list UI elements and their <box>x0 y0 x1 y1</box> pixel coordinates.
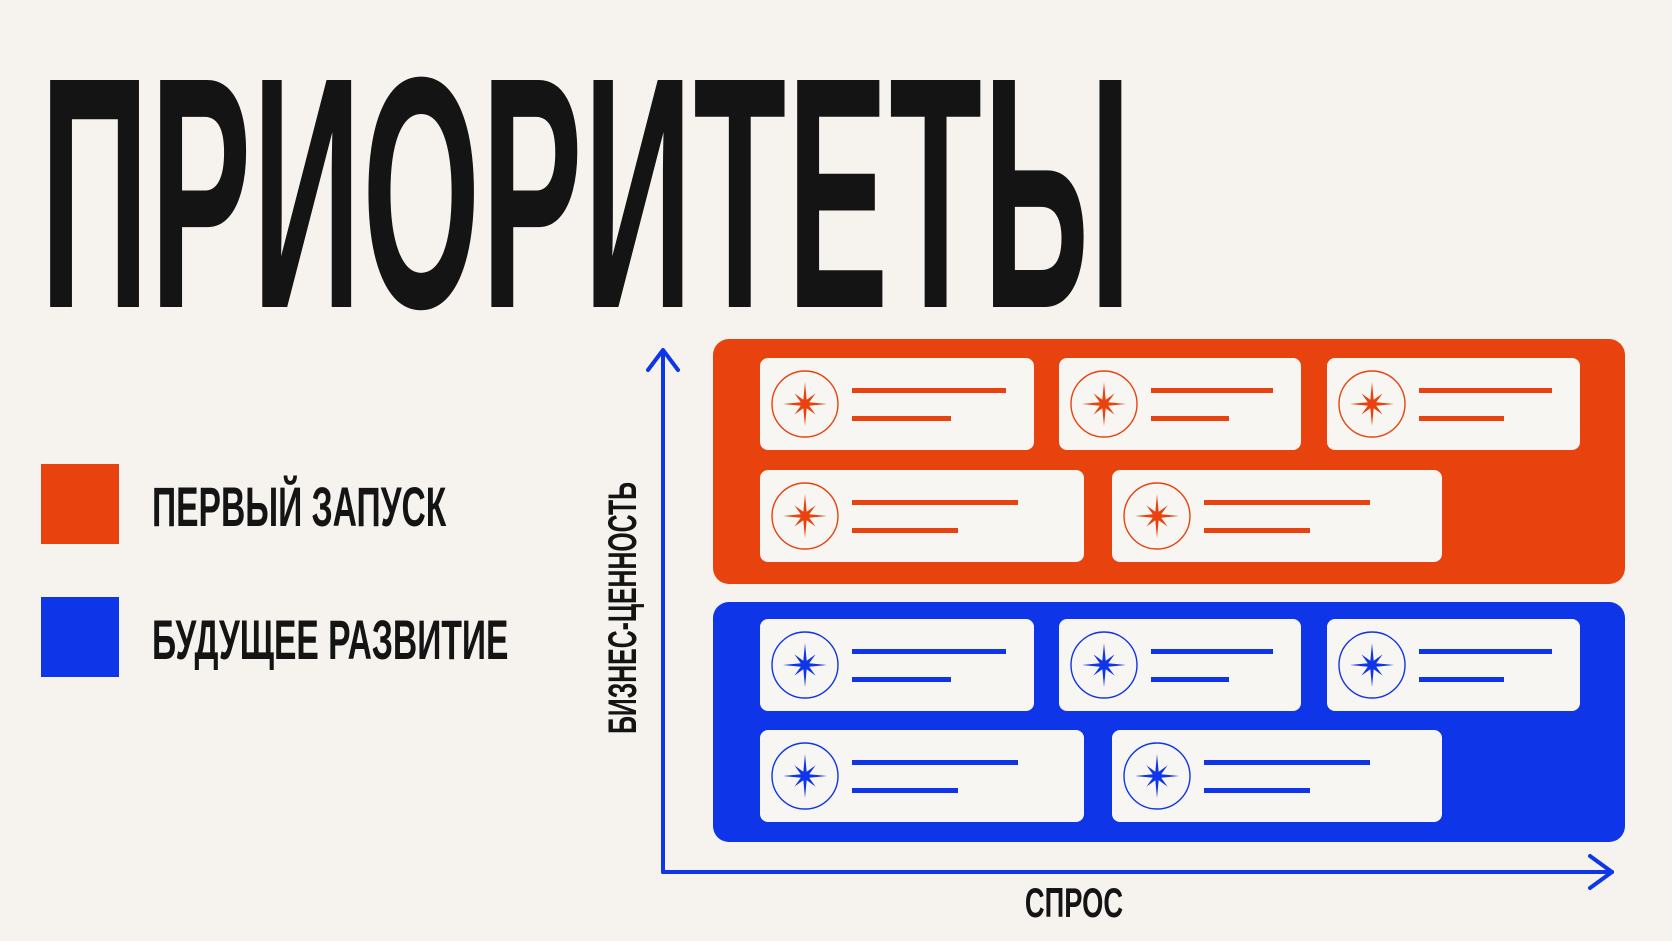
compass-star-icon <box>1123 742 1191 810</box>
y-axis-arrowhead <box>646 348 680 372</box>
task-card <box>760 619 1034 711</box>
placeholder-line <box>1204 528 1310 533</box>
placeholder-line <box>1204 760 1370 765</box>
icon-ring <box>1338 370 1406 438</box>
placeholder-line <box>852 677 951 682</box>
legend-label-future-development: БУДУЩЕЕ РАЗВИТИЕ <box>152 608 509 671</box>
placeholder-line <box>1151 649 1273 654</box>
icon-ring <box>771 482 839 550</box>
x-axis-label: СПРОС <box>1024 879 1124 926</box>
placeholder-line <box>852 649 1006 654</box>
compass-star-icon <box>1338 631 1406 699</box>
icon-star <box>783 382 827 426</box>
task-card <box>1059 358 1301 450</box>
icon-star <box>1350 643 1394 687</box>
placeholder-line <box>1204 500 1370 505</box>
task-card-body <box>760 730 1084 822</box>
task-card-body <box>1327 619 1580 711</box>
task-card <box>1327 358 1580 450</box>
icon-star <box>783 494 827 538</box>
placeholder-line <box>852 788 958 793</box>
icon-ring <box>1123 742 1191 810</box>
placeholder-line <box>1419 388 1552 393</box>
placeholder-line <box>852 528 958 533</box>
task-card-body <box>1327 358 1580 450</box>
compass-star-icon <box>771 631 839 699</box>
icon-ring <box>771 742 839 810</box>
axes <box>646 348 1614 890</box>
compass-star-icon <box>1123 482 1191 550</box>
task-card <box>1112 730 1442 822</box>
placeholder-line <box>852 388 1006 393</box>
task-card-body <box>1059 358 1301 450</box>
icon-ring <box>1070 631 1138 699</box>
icon-ring <box>1070 370 1138 438</box>
icon-star <box>1135 494 1179 538</box>
compass-star-icon <box>1338 370 1406 438</box>
placeholder-line <box>1204 788 1310 793</box>
placeholder-line <box>1419 649 1552 654</box>
page-title: ПРИОРИТЕТЫ <box>40 8 1133 377</box>
placeholder-line <box>852 500 1018 505</box>
placeholder-line <box>1151 388 1273 393</box>
icon-ring <box>771 631 839 699</box>
placeholder-line <box>1419 416 1504 421</box>
placeholder-line <box>852 760 1018 765</box>
compass-star-icon <box>1070 370 1138 438</box>
task-card <box>760 730 1084 822</box>
compass-star-icon <box>771 742 839 810</box>
group-first-launch <box>713 339 1625 584</box>
x-axis-arrowhead <box>1588 854 1614 890</box>
task-card <box>1327 619 1580 711</box>
icon-star <box>1135 754 1179 798</box>
icon-ring <box>1123 482 1191 550</box>
compass-star-icon <box>771 482 839 550</box>
compass-star-icon <box>1070 631 1138 699</box>
compass-star-icon <box>771 370 839 438</box>
placeholder-line <box>1419 677 1504 682</box>
icon-star <box>1350 382 1394 426</box>
task-card <box>1059 619 1301 711</box>
task-card <box>760 358 1034 450</box>
group-future-development <box>713 602 1625 842</box>
legend-swatch-first-launch <box>41 464 119 544</box>
groups-layer <box>713 339 1625 842</box>
task-card <box>760 470 1084 562</box>
icon-star <box>1082 643 1126 687</box>
placeholder-line <box>1151 677 1229 682</box>
task-card-body <box>1059 619 1301 711</box>
icon-ring <box>771 370 839 438</box>
icon-star <box>783 754 827 798</box>
icon-star <box>783 643 827 687</box>
placeholder-line <box>852 416 951 421</box>
task-card-body <box>1112 470 1442 562</box>
legend-label-first-launch: ПЕРВЫЙ ЗАПУСК <box>152 475 447 538</box>
icon-star <box>1082 382 1126 426</box>
task-card-body <box>1112 730 1442 822</box>
placeholder-line <box>1151 416 1229 421</box>
task-card <box>1112 470 1442 562</box>
legend-swatch-future-development <box>41 597 119 677</box>
icon-ring <box>1338 631 1406 699</box>
task-card-body <box>760 470 1084 562</box>
